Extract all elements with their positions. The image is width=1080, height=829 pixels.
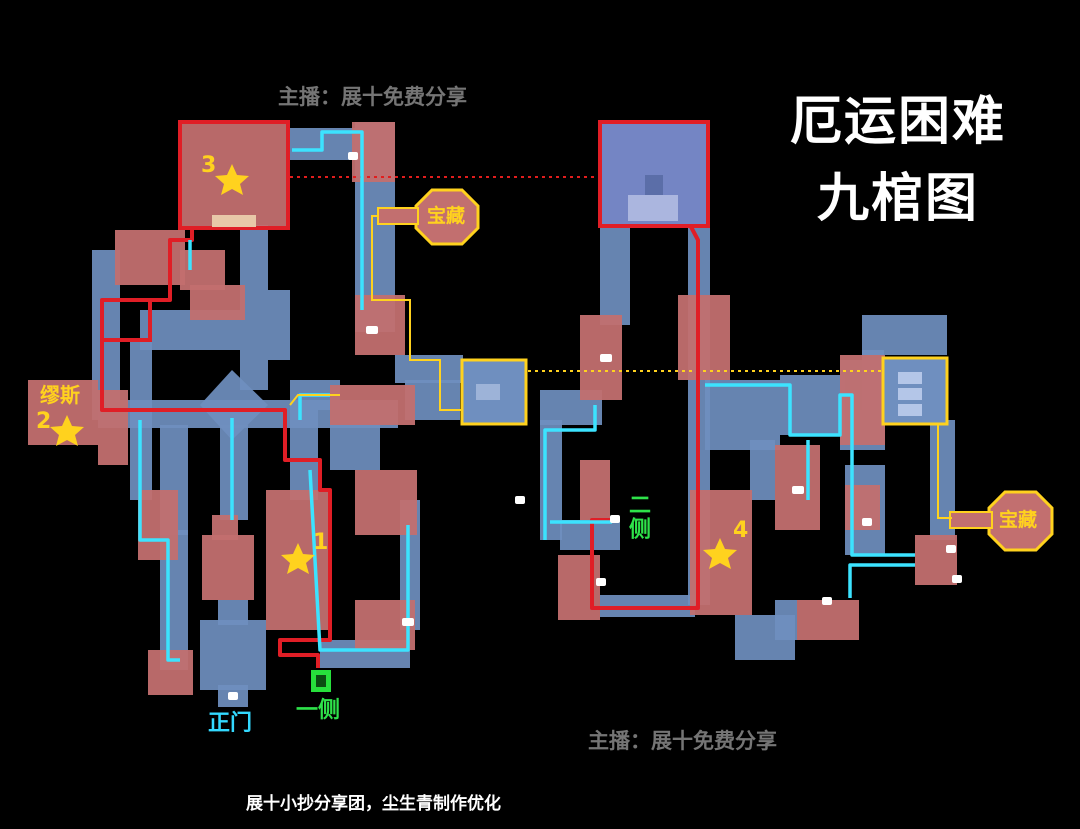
star-icon (50, 415, 84, 446)
right-yellow-route (937, 424, 952, 519)
treasure-label-left: 宝藏 (427, 205, 466, 227)
coffin-3-room (178, 120, 290, 230)
star-icon (215, 164, 249, 195)
side-entrance-1-label: 一侧 (296, 698, 341, 723)
side-entrance-2-label: 二侧 (625, 493, 650, 541)
left-red-route (100, 228, 332, 668)
coffin-star-icons (50, 164, 737, 574)
page-title-line1: 厄运困难 (790, 92, 1007, 152)
coffin-3-number: 3 (201, 153, 217, 178)
star-icon (281, 543, 315, 574)
credits-text: 展十小抄分享团，尘生青制作优化 (246, 794, 501, 814)
watermark-bottom: 主播：展十免费分享 (588, 729, 777, 753)
right-cyan-routes (543, 383, 915, 598)
coffin-4-number: 4 (733, 518, 749, 543)
star-icon (703, 538, 737, 569)
left-yellow-route (371, 215, 462, 411)
right-top-room (598, 120, 710, 228)
coffin-1-number: 1 (313, 530, 329, 555)
coffin-2-boss-label: 缪斯 (40, 383, 80, 407)
page-title-line2: 九棺图 (817, 169, 980, 229)
treasure-label-right: 宝藏 (999, 509, 1038, 531)
left-cyan-routes (138, 130, 410, 662)
right-red-route (590, 224, 700, 610)
main-entrance-label: 正门 (208, 711, 253, 736)
room-item-icons (228, 152, 962, 700)
watermark-top: 主播：展十免费分享 (278, 85, 467, 109)
coffin-2-number: 2 (36, 409, 52, 434)
